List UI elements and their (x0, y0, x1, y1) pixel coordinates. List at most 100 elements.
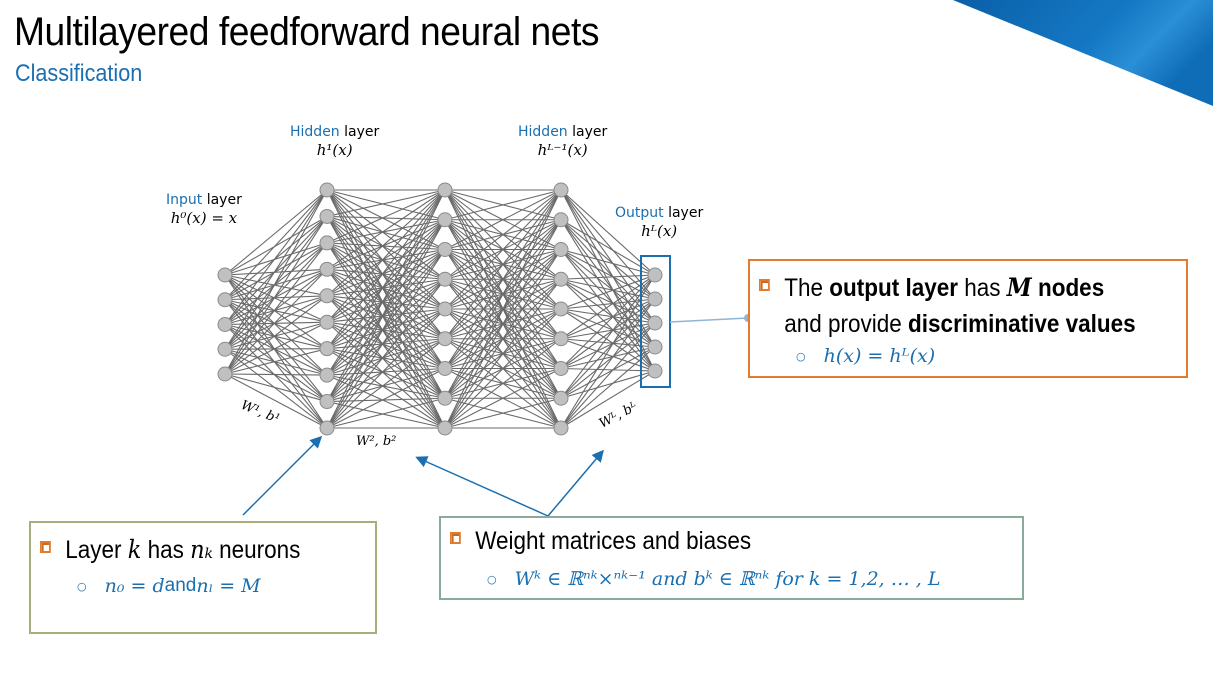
connection-edge (326, 401, 446, 429)
corner-decoration (953, 0, 1213, 106)
connection-edge (326, 189, 446, 221)
connection-edge (560, 322, 656, 340)
connection-edge (326, 189, 446, 349)
connection-edge (560, 298, 656, 369)
input-node (217, 267, 233, 283)
connection-edge (326, 189, 446, 429)
layer-neurons-callout: Layer k has nₖ neurons ○ n₀ = d and nₗ =… (29, 521, 377, 634)
connection-edge (224, 274, 328, 402)
text: neurons (212, 536, 301, 564)
connection-edge (326, 189, 446, 399)
text: has (141, 536, 191, 564)
connection-edge (224, 274, 328, 323)
connection-edge (560, 248, 656, 276)
formula: nₗ = M (196, 575, 261, 597)
connection-edge (444, 189, 562, 221)
hidden-2-node (437, 361, 453, 376)
connection-edge (326, 189, 446, 369)
hidden-last-node (553, 420, 569, 436)
connection-edge (326, 216, 446, 310)
connection-edge (560, 346, 656, 399)
connection-edge (224, 324, 328, 376)
connection-edge (444, 249, 562, 429)
connection-edge (326, 242, 446, 429)
text: Weight matrices and biases (475, 527, 752, 555)
connection-edge (326, 189, 446, 376)
connection-edge (224, 373, 328, 376)
hidden-2-node (437, 271, 453, 287)
layer-word: layer (567, 124, 608, 140)
connection-edge (224, 299, 328, 429)
connection-edge (326, 249, 446, 323)
bold-text: discriminative values (908, 310, 1136, 338)
text: has (957, 274, 1007, 302)
hidden-last-node (553, 390, 569, 406)
connection-edge (326, 249, 446, 376)
connection-edge (224, 348, 328, 403)
connection-edge (326, 374, 446, 399)
connection-edge (444, 189, 562, 399)
connection-edge (326, 242, 446, 399)
connection-edge (326, 338, 446, 429)
formula: n₀ = d (104, 575, 165, 597)
connection-edge (326, 268, 446, 280)
connection-edge (326, 189, 446, 323)
bold-text: output layer (829, 274, 958, 302)
slide-title: Multilayered feedforward neural nets (14, 10, 599, 54)
connection-edge (326, 268, 446, 399)
math-var: nₖ (190, 535, 213, 564)
connection-edge (560, 274, 656, 399)
connection-edge (560, 338, 656, 348)
connection-edge (326, 248, 446, 297)
connection-edge (326, 295, 446, 429)
connection-edge (444, 219, 562, 429)
connection-edge (326, 278, 446, 376)
connection-edge (326, 249, 446, 350)
connection-edge (560, 274, 656, 280)
connection-edge (224, 189, 328, 375)
connection-edge (326, 189, 446, 270)
hidden-2-node (437, 420, 453, 436)
output-node (647, 339, 663, 355)
connection-edge (326, 189, 446, 280)
input-keyword: Input (166, 192, 203, 208)
connection-edge (224, 274, 328, 350)
connection-edge (444, 189, 562, 250)
input-node (217, 292, 233, 308)
hidden-layer-1-formula: h¹(x) (316, 141, 353, 159)
connection-edge (326, 295, 446, 369)
connection-edge (326, 295, 446, 399)
connection-edge (326, 278, 446, 402)
connection-edge (224, 348, 328, 429)
connection-edge (224, 274, 328, 376)
connection-edge (326, 321, 446, 340)
text: The (784, 274, 830, 302)
connection-edge (326, 338, 446, 403)
connection-edge (560, 338, 656, 372)
connection-edge (326, 321, 446, 429)
connection-edge (326, 242, 446, 340)
connection-edge (326, 268, 446, 310)
connection-edge (224, 268, 328, 375)
connection-edge (326, 278, 446, 350)
connection-edge (326, 219, 446, 402)
connection-edge (326, 216, 446, 369)
hidden-1-node (319, 394, 335, 410)
connection-edge (224, 216, 328, 375)
hidden-1-node (319, 182, 335, 198)
connection-edge (444, 308, 562, 429)
output-layer-label: Output layer hᴸ(x) (615, 205, 703, 240)
connection-edge (326, 338, 446, 376)
math-var: M (1006, 273, 1032, 302)
connection-edge (326, 189, 446, 297)
connection-edge (224, 373, 328, 429)
connection-edge (326, 268, 446, 340)
input-node (217, 341, 233, 357)
hidden-1-node (319, 208, 335, 224)
connection-edge (224, 323, 328, 350)
connection-edge (444, 189, 562, 340)
connection-edge (326, 269, 446, 429)
connection-edge (560, 274, 656, 340)
math-var: k (127, 535, 142, 564)
connection-edge (560, 189, 656, 276)
